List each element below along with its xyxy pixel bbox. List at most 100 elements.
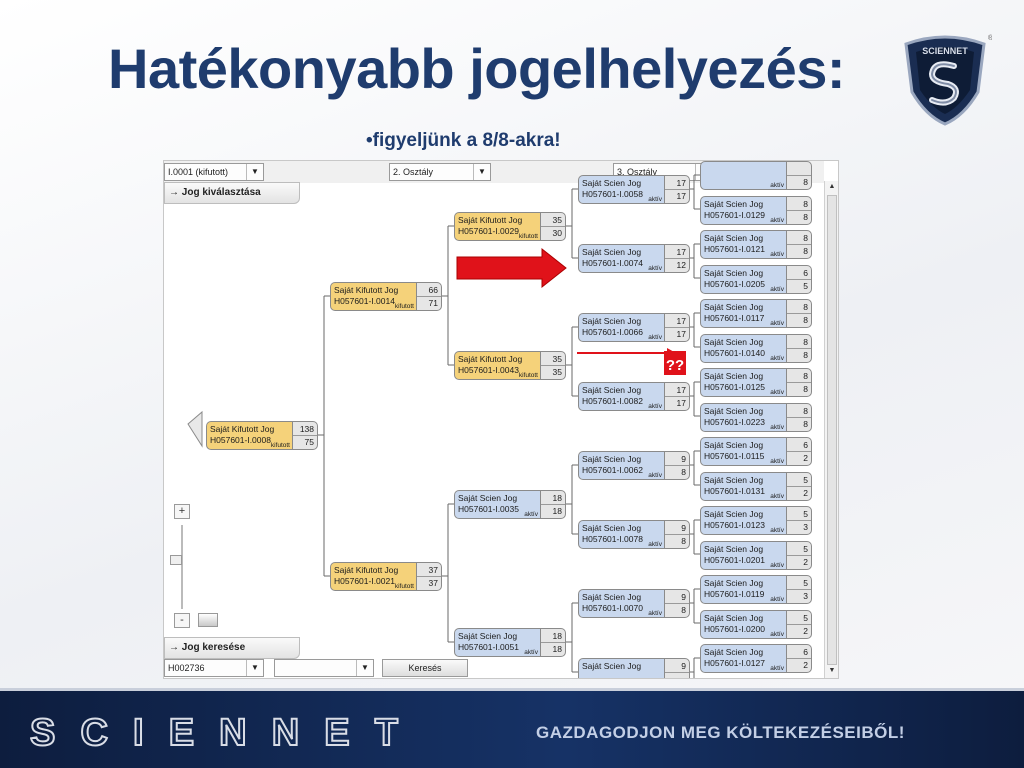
select-right-panel-tab[interactable]: → Jog kiválasztása: [164, 182, 300, 204]
node-name: Saját Scien Jog: [582, 247, 642, 257]
search-button[interactable]: Keresés: [382, 659, 468, 677]
level1-dropdown[interactable]: I.0001 (kifutott) ▼: [164, 163, 264, 181]
zoom-slider-thumb[interactable]: [170, 555, 182, 565]
vertical-scrollbar[interactable]: ▲ ▼: [824, 181, 838, 678]
chevron-down-icon: ▼: [356, 660, 373, 676]
scrollbar-thumb[interactable]: [827, 195, 837, 665]
collapse-left-arrow-icon[interactable]: [187, 410, 203, 448]
node-code: H057601-I.0082: [582, 396, 643, 406]
node-count-used: 8: [803, 177, 808, 187]
node-name: Saját Kifutott Jog: [458, 354, 523, 364]
chevron-down-icon: ▼: [473, 164, 490, 180]
node-code: H057601-I.0014: [334, 296, 395, 306]
node-status: aktív: [770, 527, 784, 534]
node-count-total: 17: [676, 247, 686, 257]
footer-bar: SCIENNET GAZDAGODJON MEG KÖLTEKEZÉSEIBŐL…: [0, 688, 1024, 768]
node-count-used: 3: [803, 591, 808, 601]
node-counts: 8: [786, 161, 812, 190]
node-status: aktív: [770, 630, 784, 638]
node-code: H057601-I.0058: [582, 189, 643, 199]
node-code: H057601-I.0121: [704, 244, 765, 254]
node-count-used: 8: [803, 384, 808, 394]
node-name: Saját Scien Jog: [704, 405, 764, 416]
node-status: kifutott: [394, 303, 414, 310]
zoom-in-button[interactable]: +: [174, 504, 190, 519]
node-count-total: 138: [299, 424, 314, 434]
node-count-used: 2: [803, 625, 808, 636]
search-code-dropdown[interactable]: H002736 ▼: [164, 659, 264, 677]
node-count-used: 2: [803, 660, 808, 670]
node-name: Saját Scien Jog: [704, 440, 764, 450]
node-name: Saját Kifutott Jog: [458, 215, 523, 225]
zoom-track[interactable]: [181, 525, 183, 609]
node-name: Saját Scien Jog: [704, 647, 764, 657]
node-count-used: 12: [676, 260, 686, 270]
node-status: kifutott: [518, 372, 538, 379]
node-name: Saját Kifutott Jog: [210, 424, 275, 434]
node-status: aktív: [770, 458, 784, 465]
fit-view-button[interactable]: [198, 613, 218, 627]
level2-dropdown[interactable]: 2. Osztály ▼: [389, 163, 491, 181]
node-status: aktív: [648, 403, 662, 410]
search-second-dropdown[interactable]: ▼: [274, 659, 374, 677]
chevron-down-icon: ▼: [246, 164, 263, 180]
node-name: Saját Scien Jog: [704, 474, 764, 485]
node-count-used: 8: [681, 536, 686, 546]
scroll-up-icon[interactable]: ▲: [828, 183, 836, 190]
scroll-down-icon[interactable]: ▼: [828, 667, 836, 674]
node-count-used: 2: [803, 556, 808, 567]
level3-dropdown-value: 3. Osztály: [617, 167, 658, 177]
node-name: Saját Scien Jog: [582, 385, 642, 395]
node-count-used: 8: [681, 467, 686, 477]
node-status: aktív: [648, 541, 662, 548]
node-count-total: 8: [803, 302, 808, 312]
node-count-used: 5: [803, 280, 808, 291]
node-status: aktív: [770, 216, 784, 224]
search-right-panel-tab[interactable]: → Jog keresése: [164, 637, 300, 659]
node-count-used: 8: [803, 211, 808, 222]
zoom-out-button[interactable]: -: [174, 613, 190, 628]
tree-browser-window: I.0001 (kifutott) ▼ 2. Osztály ▼ 3. Oszt…: [163, 160, 839, 679]
node-name: Saját Kifutott Jog: [334, 565, 399, 575]
slide-subtitle: •figyeljünk a 8/8-akra!: [366, 130, 561, 151]
